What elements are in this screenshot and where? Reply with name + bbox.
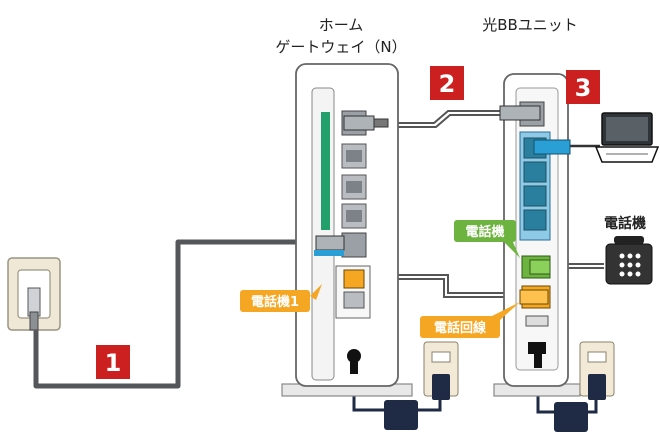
svg-text:電話回線: 電話回線: [434, 320, 487, 336]
bb-unit: [493, 73, 581, 397]
cable-phone-line: [368, 274, 520, 294]
home-gateway: [281, 63, 413, 397]
gateway-title-line2: ゲートウェイ（N）: [275, 38, 406, 56]
svg-text:1: 1: [105, 349, 122, 377]
bb-unit-title: 光BBユニット: [482, 16, 578, 34]
step-1-badge: 1: [96, 345, 130, 379]
label-phone: 電話機: [454, 220, 520, 258]
power-outlet-icon: [423, 341, 459, 400]
wall-jack-icon: [7, 257, 61, 331]
step-2-badge: 2: [430, 66, 464, 100]
power-outlet-icon-2: [579, 341, 615, 400]
ac-adapter-icon: [384, 400, 418, 430]
laptop-icon: [594, 112, 660, 163]
svg-text:電話機1: 電話機1: [251, 294, 299, 310]
cable-2: [388, 110, 500, 124]
svg-text:3: 3: [575, 74, 592, 102]
telephone-title: 電話機: [604, 215, 646, 232]
status-led-strip: [321, 112, 330, 230]
gateway-title-line1: ホーム: [319, 16, 364, 34]
telephone-icon: [605, 236, 653, 285]
label-phone1: 電話機1: [240, 284, 322, 312]
label-phone-line: 電話回線: [420, 302, 520, 338]
step-3-badge: 3: [566, 70, 600, 104]
svg-text:電話機: 電話機: [465, 224, 504, 240]
cable-1: [33, 239, 318, 389]
svg-text:2: 2: [439, 70, 456, 98]
ac-adapter-icon-2: [554, 402, 588, 432]
